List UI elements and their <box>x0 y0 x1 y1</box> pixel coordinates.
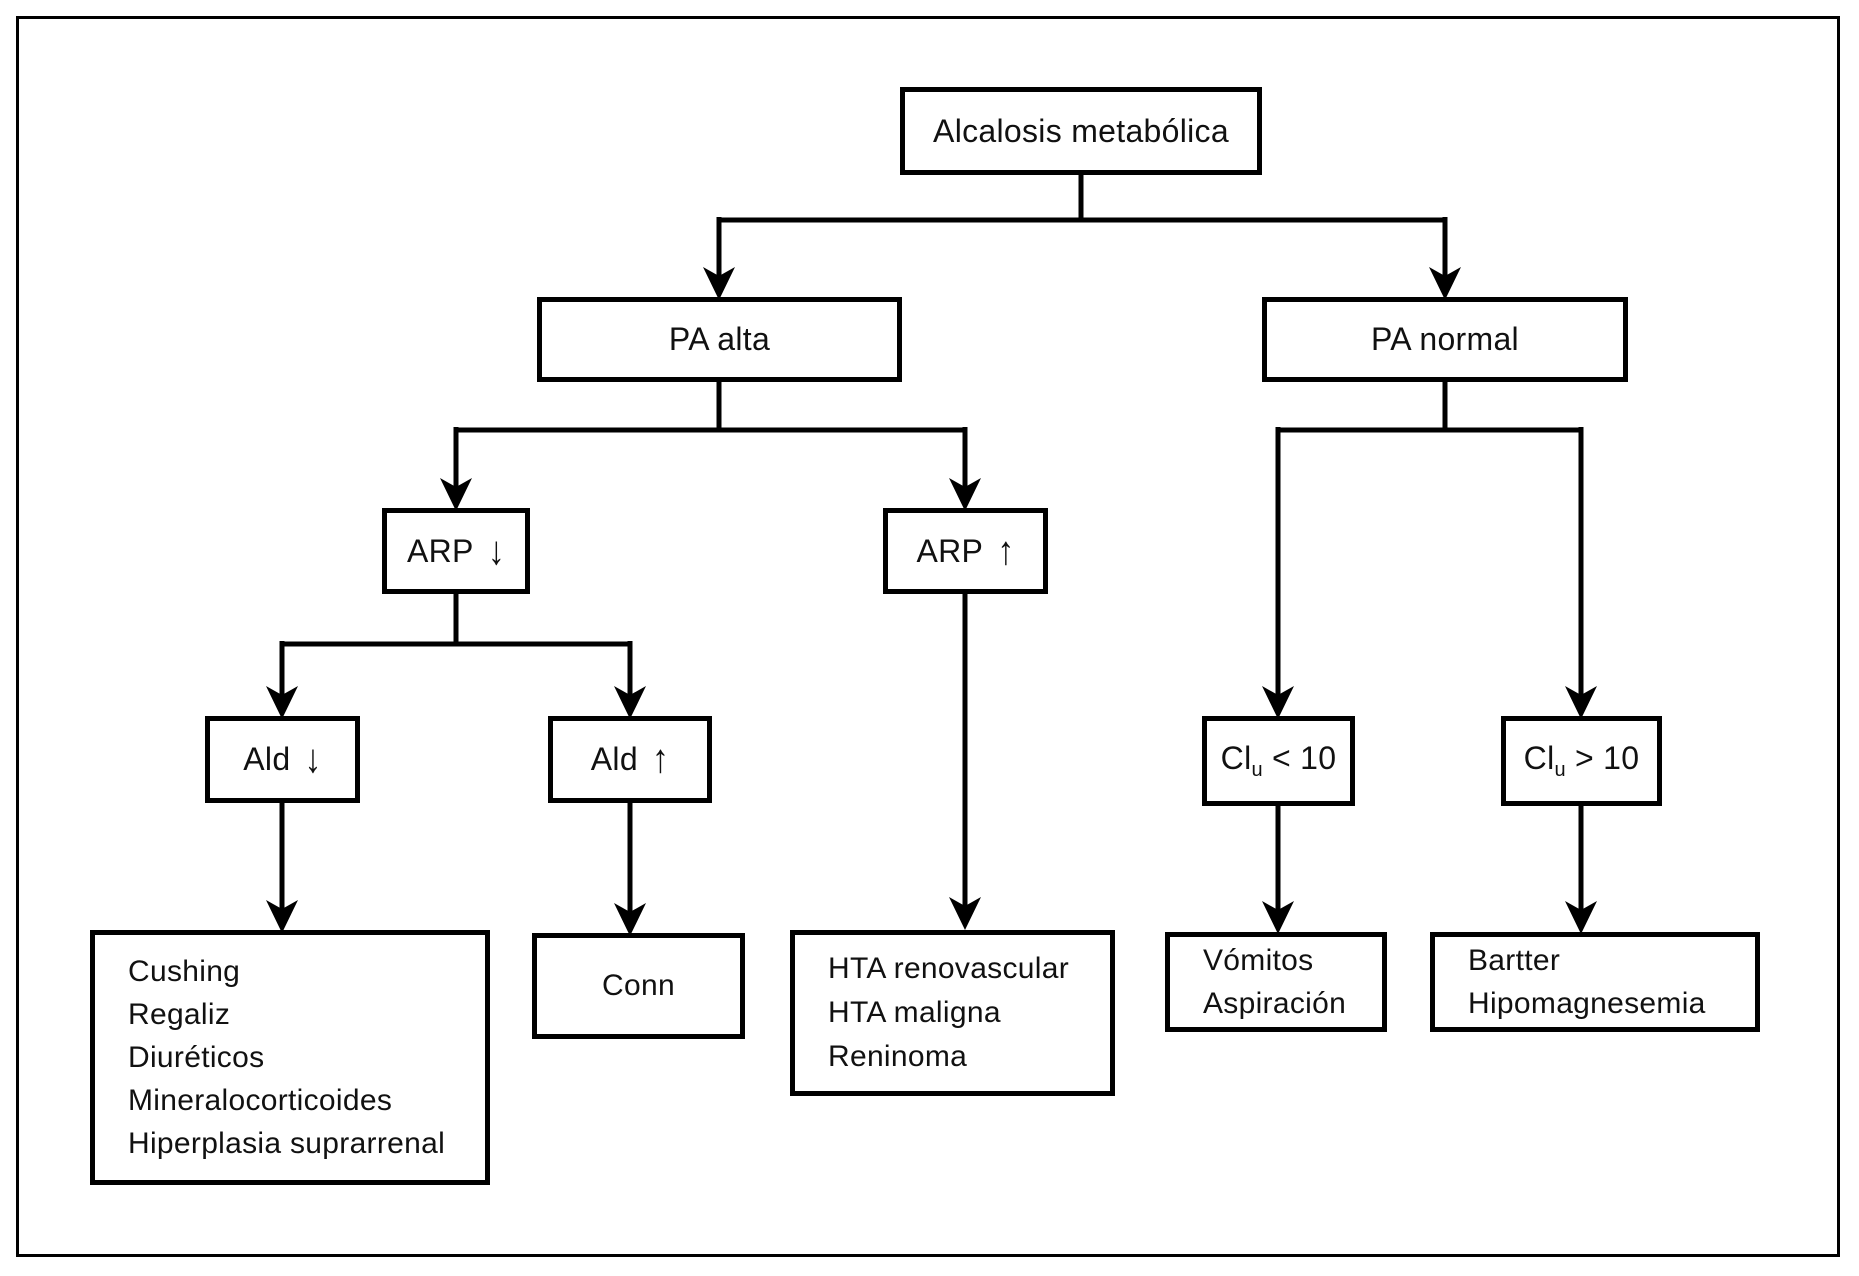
node-arp-high: ARP ↑ <box>883 508 1048 594</box>
node-pa-alta: PA alta <box>537 297 902 382</box>
node-label: Ald ↑ <box>590 736 669 781</box>
cause-line: Mineralocorticoides <box>128 1084 393 1117</box>
down-arrow-icon: ↓ <box>487 527 505 573</box>
connector-pa-alta-split <box>453 382 968 489</box>
node-label: PA normal <box>1371 321 1519 357</box>
up-arrow-icon: ↑ <box>997 527 1015 573</box>
node-label: PA alta <box>668 321 771 357</box>
connector-leaf-arrows <box>279 594 1584 914</box>
node-label: ARP ↑ <box>916 528 1014 573</box>
outcome-clu-low-causes: Vómitos Aspiración <box>1165 932 1387 1032</box>
outcome-conn: Conn <box>532 933 745 1039</box>
outer-border <box>16 16 1840 1257</box>
node-label: Ald ↓ <box>243 736 321 781</box>
cause-line: Vómitos <box>1203 944 1314 977</box>
cause-line: Hiperplasia suprarrenal <box>128 1127 446 1160</box>
cause-line: Conn <box>602 969 675 1002</box>
subscript-u: u <box>1251 759 1263 781</box>
connector-root-split <box>716 175 1448 278</box>
outcome-clu-high-causes: Bartter Hipomagnesemia <box>1430 932 1760 1032</box>
connector-pa-normal-split <box>1275 382 1584 697</box>
node-ald-low: Ald ↓ <box>205 716 360 803</box>
node-label-comparison: > 10 <box>1574 740 1640 776</box>
cause-line: Aspiración <box>1203 987 1347 1020</box>
node-arp-low: ARP ↓ <box>382 508 530 594</box>
outcome-arp-high-causes: HTA renovascular HTA maligna Reninoma <box>790 930 1115 1096</box>
node-alcalosis-metabolica: Alcalosis metabólica <box>900 87 1262 175</box>
node-label: Alcalosis metabólica <box>933 112 1229 149</box>
outcome-ald-low-causes: Cushing Regaliz Diuréticos Mineralocorti… <box>90 930 490 1185</box>
subscript-u: u <box>1554 759 1566 781</box>
node-label-text: ARP <box>916 532 984 569</box>
cause-line: Regaliz <box>128 998 231 1031</box>
node-label-comparison: < 10 <box>1271 740 1337 776</box>
cause-line: Bartter <box>1468 944 1561 977</box>
cause-line: Cushing <box>128 955 241 988</box>
node-label: Clu > 10 <box>1524 740 1640 782</box>
node-label-text: Cl <box>1220 740 1252 776</box>
down-arrow-icon: ↓ <box>304 736 322 782</box>
node-ald-high: Ald ↑ <box>548 716 712 803</box>
cause-line: Hipomagnesemia <box>1468 987 1706 1020</box>
node-label-text: ARP <box>406 532 474 569</box>
node-pa-normal: PA normal <box>1262 297 1628 382</box>
node-clu-greater-10: Clu > 10 <box>1501 716 1662 806</box>
up-arrow-icon: ↑ <box>651 736 670 782</box>
node-label: ARP ↓ <box>406 528 505 573</box>
cause-line: HTA maligna <box>828 996 1001 1029</box>
node-clu-less-10: Clu < 10 <box>1202 716 1355 806</box>
node-label-text: Ald <box>590 741 638 777</box>
connector-arp-low-split <box>279 594 633 697</box>
cause-line: HTA renovascular <box>828 952 1070 985</box>
cause-line: Diuréticos <box>128 1041 265 1074</box>
node-label-text: Cl <box>1523 740 1555 776</box>
node-label-text: Ald <box>243 741 291 777</box>
cause-line: Reninoma <box>828 1040 968 1073</box>
node-label: Clu < 10 <box>1221 740 1337 782</box>
